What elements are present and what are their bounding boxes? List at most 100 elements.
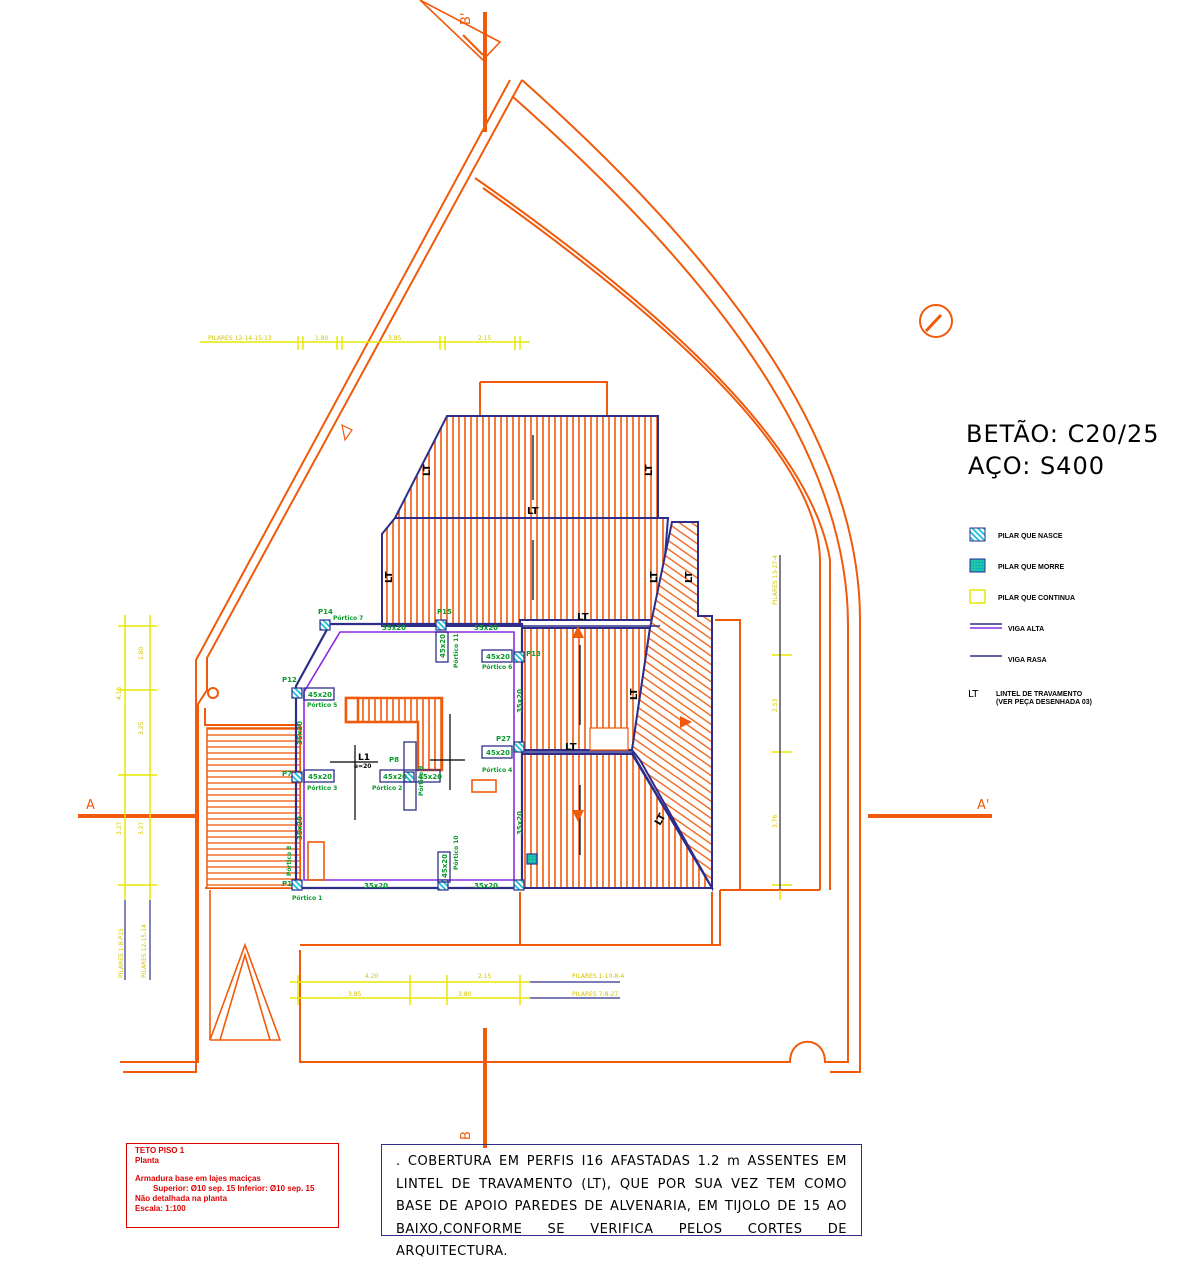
beam-label: 45x20 xyxy=(308,773,332,781)
legend-label: VIGA ALTA xyxy=(1008,626,1044,633)
section-b-top: B' xyxy=(459,13,474,26)
roof-slope-arrows xyxy=(572,626,692,822)
portico-label: Pórtico 5 xyxy=(307,702,337,709)
dim-bottom2-1: 3.85 xyxy=(348,991,362,998)
title-line: Planta xyxy=(135,1156,160,1165)
span-arrows xyxy=(330,435,581,855)
legend-hatch-icon xyxy=(969,527,986,542)
lt-label: LT xyxy=(565,742,577,753)
title-line: Armadura base em lajes maciças xyxy=(135,1174,261,1183)
lt-label: LT xyxy=(577,612,589,623)
lt-label: LT xyxy=(644,464,655,476)
legend-dots-icon xyxy=(969,558,986,573)
legend-label: LINTEL DE TRAVAMENTO xyxy=(996,691,1083,698)
dim-right-2: 3.76 xyxy=(772,814,779,828)
pillar-label: P1 xyxy=(282,880,292,888)
dim-left-5: 3.27 xyxy=(138,821,145,835)
beam-label: 45x20 xyxy=(418,773,442,781)
roof-hatching xyxy=(206,415,714,892)
dimension-leaders xyxy=(124,555,781,999)
title-line: TETO PISO 1 xyxy=(135,1146,185,1155)
dim-bottom2-label: PILARES 7-8-27 xyxy=(572,991,618,998)
beam-label: 35x20 xyxy=(516,811,524,835)
portico-label: Pórtico 2 xyxy=(372,785,402,792)
portico-label: Pórtico 10 xyxy=(453,835,460,870)
pillar-label: P12 xyxy=(282,676,297,684)
legend-label: PILAR QUE MORRE xyxy=(998,564,1064,571)
beam-label: 35x20 xyxy=(474,882,498,890)
beam-outlines xyxy=(303,631,513,883)
pillar-label: P14 xyxy=(318,608,333,616)
dim-left-4: 3.27 xyxy=(116,821,123,835)
lintel-lines xyxy=(395,517,713,889)
pillar-label: P13 xyxy=(526,650,541,658)
beam-label: 35x20 xyxy=(296,721,304,745)
concrete-spec: BETÃO: C20/25 xyxy=(966,418,1160,448)
title-block: TETO PISO 1 Planta Armadura base em laje… xyxy=(126,1143,339,1228)
section-a-right: A' xyxy=(977,798,989,813)
portico-label: Pórtico 11 xyxy=(453,633,460,668)
structural-note: . COBERTURA EM PERFIS I16 AFASTADAS 1.2 … xyxy=(381,1144,862,1259)
dim-top-2: 3.85 xyxy=(388,335,402,342)
section-lines xyxy=(78,12,992,1148)
beam-label: 45x20 xyxy=(486,749,510,757)
north-indicator-icon xyxy=(919,304,953,338)
site-boundary xyxy=(120,0,861,1073)
title-line: Superior: Ø10 sep. 15 Inferior: Ø10 sep.… xyxy=(153,1184,315,1193)
portico-label: Pórtico 6 xyxy=(482,664,512,671)
dim-top-label: PILARES 12-14-15-13 xyxy=(208,335,272,342)
dim-left-2: 4.15 xyxy=(116,686,123,700)
legend-label: VIGA RASA xyxy=(1008,657,1047,664)
legend: LT PILAR QUE NASCE PILAR QUE MORRE PILAR… xyxy=(968,527,1092,706)
beam-label: 45x20 xyxy=(308,691,332,699)
legend-label: PILAR QUE CONTINUA xyxy=(998,595,1075,602)
dim-bottom-label: PILARES 1-10-8-4 xyxy=(572,973,624,980)
dim-right-label: PILARES 13-27-4 xyxy=(772,555,779,605)
dim-left-1: 1.80 xyxy=(138,646,145,660)
legend-label: PILAR QUE NASCE xyxy=(998,533,1063,540)
beam-label: 45x20 xyxy=(486,653,510,661)
pillar-label: P7 xyxy=(282,770,292,778)
section-a-left: A xyxy=(86,798,95,813)
lt-label: LT xyxy=(527,506,539,517)
legend-yellow-box-icon xyxy=(969,589,986,604)
dim-bottom-1: 4.20 xyxy=(365,973,379,980)
beam-label: 35x20 xyxy=(474,624,498,632)
lt-label: LT xyxy=(384,571,395,583)
lt-label: LT xyxy=(422,464,433,476)
portico-label: Pórtico 1 xyxy=(292,895,322,902)
steel-spec: AÇO: S400 xyxy=(968,452,1105,480)
legend-label-2: (VER PEÇA DESENHADA 03) xyxy=(996,699,1092,706)
dim-bottom2-2: 3.80 xyxy=(458,991,472,998)
lt-label: LT xyxy=(629,688,640,700)
dim-bottom-2: 2.15 xyxy=(478,973,492,980)
lt-label: LT xyxy=(684,571,695,583)
pillar-label: P8 xyxy=(389,756,399,764)
title-line: Não detalhada na planta xyxy=(135,1194,228,1203)
portico-label: Pórtico 3 xyxy=(307,785,337,792)
dim-left-3: 3.25 xyxy=(138,721,145,735)
column-marker-icon xyxy=(207,687,219,699)
dim-top-1: 1.80 xyxy=(315,335,329,342)
beam-label: 45x20 xyxy=(383,773,407,781)
dim-top-3: 2.15 xyxy=(478,335,492,342)
portico-label: Pórtico 4 xyxy=(482,767,512,774)
beam-label: 35x20 xyxy=(382,624,406,632)
beam-label: 35x20 xyxy=(364,882,388,890)
portico-label: Pórtico 8 xyxy=(286,846,293,876)
pillar-label: P15 xyxy=(437,608,452,616)
beam-label: 45x20 xyxy=(441,854,449,878)
portico-label: Pórtico 7 xyxy=(333,615,363,622)
beam-label: 35x20 xyxy=(516,689,524,713)
legend-lt-code: LT xyxy=(968,689,979,700)
main-slab xyxy=(294,622,524,890)
portico-label: Pórtico 9 xyxy=(418,766,425,796)
section-b-bottom: B xyxy=(459,1131,474,1140)
dim-left-rot-1: PILARES 1-8-P15 xyxy=(118,928,125,978)
lt-label: LT xyxy=(649,571,660,583)
dim-left-rot-2: PILARES 12-15-14 xyxy=(141,924,148,978)
slab-label: L1 xyxy=(358,753,370,763)
beam-label: 35x20 xyxy=(296,816,304,840)
legend-double-line-icon xyxy=(970,623,1002,629)
